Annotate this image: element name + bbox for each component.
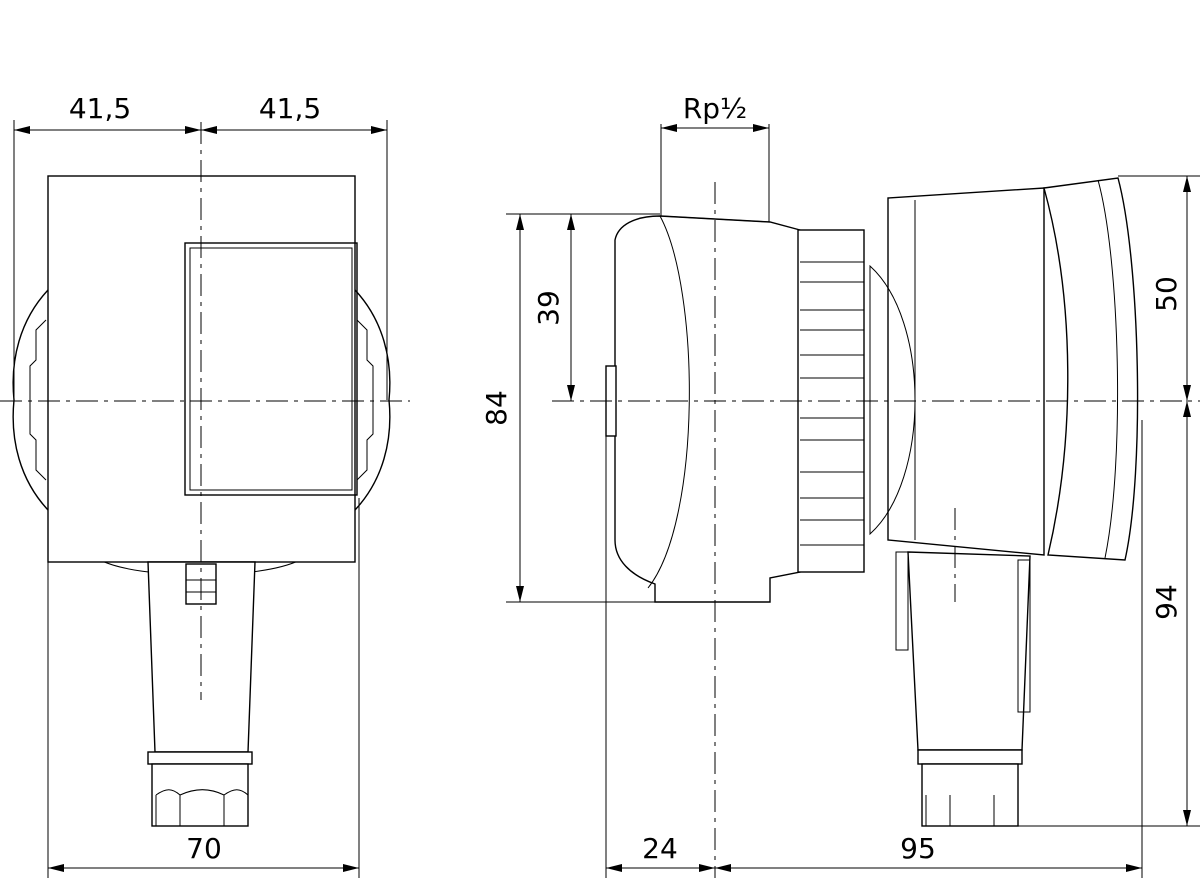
terminal-box (907, 551, 1031, 751)
pump-body-contour (647, 215, 690, 589)
dim-label-width: 70 (186, 832, 222, 865)
arrow (567, 214, 575, 230)
arrow (1126, 864, 1142, 872)
cover-edge (1097, 179, 1119, 559)
flange-right-arc (354, 289, 391, 511)
terminal-clip (895, 551, 909, 651)
arrow (185, 126, 201, 134)
front-cover (1043, 177, 1139, 561)
plug-collar (147, 751, 253, 765)
flange-notches-left (29, 319, 47, 481)
pipe-top (659, 215, 771, 223)
arrow (516, 586, 524, 602)
arrow (606, 864, 622, 872)
arrow (567, 385, 575, 401)
dim-label-24: 24 (642, 832, 678, 865)
arrow (1183, 385, 1191, 401)
arrow (201, 126, 217, 134)
plug-contacts (155, 789, 249, 826)
arrow (343, 864, 359, 872)
dim-label-thread: Rp½ (683, 92, 747, 125)
pump-body (614, 215, 801, 603)
arrow (1183, 176, 1191, 192)
arrow (715, 864, 731, 872)
motor-housing (887, 187, 1045, 556)
plug-contacts-right (925, 795, 1019, 826)
arrow (48, 864, 64, 872)
dim-label-50: 50 (1150, 276, 1183, 312)
display-window-outer (184, 242, 358, 496)
arrow (699, 864, 715, 872)
arrow (14, 126, 30, 134)
flange-notches-right (356, 319, 374, 481)
dim-label-94: 94 (1150, 584, 1183, 620)
terminal-clip-right (1017, 559, 1031, 713)
plug-body-right (921, 763, 1019, 827)
arrow (661, 124, 677, 132)
side-view: Rp½ 84 39 50 94 24 95 (480, 92, 1200, 878)
arrow (753, 124, 769, 132)
nut-ridges (800, 261, 864, 546)
arrow (371, 126, 387, 134)
display-window-inner (189, 247, 353, 491)
arrow (516, 214, 524, 230)
dim-label-top-left: 41,5 (69, 92, 131, 125)
front-view: 41,5 41,5 70 (0, 92, 410, 878)
plug-body (151, 763, 249, 827)
arrow (1183, 810, 1191, 826)
dim-label-84: 84 (480, 390, 513, 426)
dim-label-95: 95 (900, 832, 936, 865)
dim-label-top-right: 41,5 (259, 92, 321, 125)
dim-label-39: 39 (532, 290, 565, 326)
plug-collar-right (917, 749, 1023, 765)
arrow (1183, 401, 1191, 417)
